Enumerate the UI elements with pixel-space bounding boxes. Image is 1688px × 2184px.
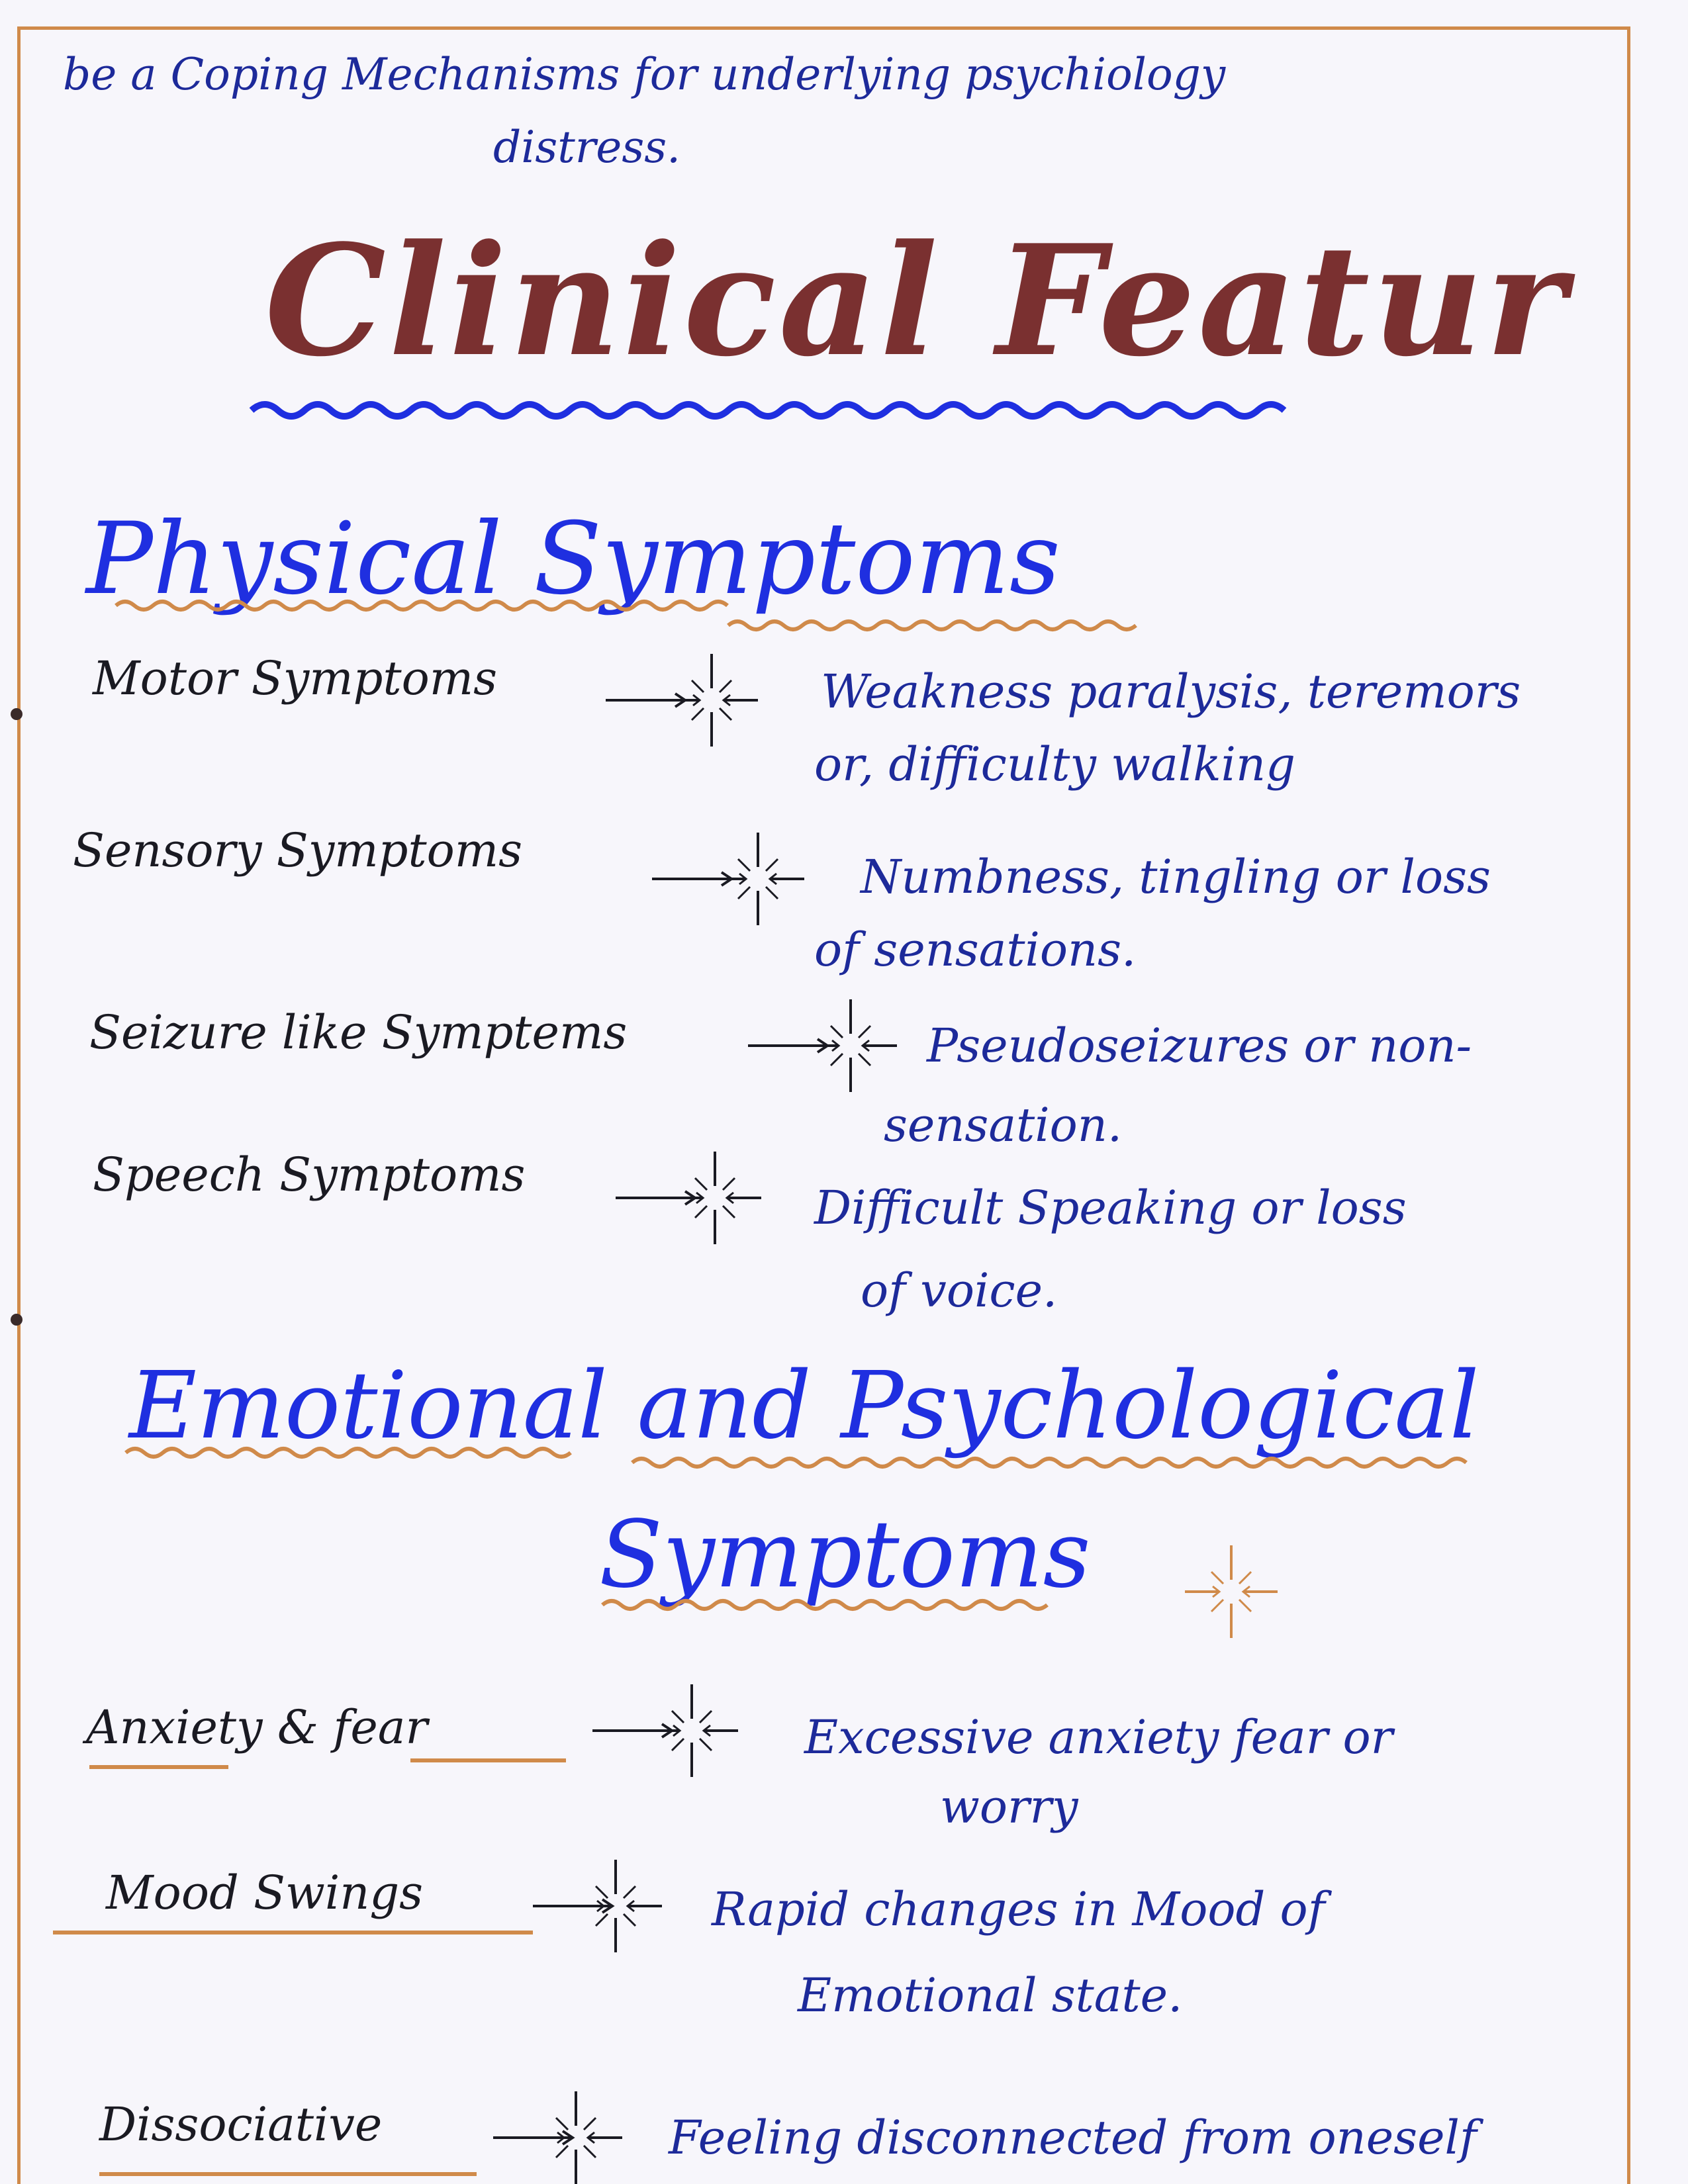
term-dissociative: Dissociative bbox=[99, 2097, 383, 2152]
section-heading-emotional-line-2: Symptoms bbox=[599, 1501, 1091, 1609]
desc-seizure-line-2: sensation. bbox=[884, 1098, 1123, 1152]
term-mood-swings: Mood Swings bbox=[106, 1866, 424, 1920]
desc-seizure-line-1: Pseudoseizures or non- bbox=[927, 1019, 1472, 1073]
term-seizure-symptoms: Seizure like Symptems bbox=[89, 1005, 628, 1060]
burst-anxiety bbox=[644, 1683, 739, 1778]
desc-motor-line-1: Weakness paralysis, teremors bbox=[821, 664, 1521, 719]
term-motor-symptoms: Motor Symptoms bbox=[93, 651, 498, 705]
title-underline-wave bbox=[249, 401, 1287, 420]
burst-mood bbox=[568, 1858, 663, 1954]
desc-anxiety-line-2: worry bbox=[940, 1780, 1078, 1834]
section-heading-emotional: Emotional and Psychological bbox=[129, 1352, 1479, 1460]
burst-dissociative bbox=[528, 2090, 624, 2184]
physical-underline-wave-2 bbox=[727, 619, 1137, 631]
desc-dissociative-line-1: Feeling disconnected from oneself bbox=[669, 2111, 1477, 2165]
top-margin-line bbox=[17, 26, 1630, 30]
desc-speech-line-1: Difficult Speaking or loss bbox=[814, 1181, 1407, 1235]
desc-mood-line-1: Rapid changes in Mood of bbox=[712, 1882, 1325, 1936]
arrow-seizure bbox=[747, 1038, 829, 1054]
arrow-speech bbox=[614, 1190, 696, 1206]
term-anxiety-fear: Anxiety & fear bbox=[86, 1700, 428, 1754]
desc-sensory-line-1: Numbness, tingling or loss bbox=[861, 850, 1491, 904]
desc-motor-line-2: or, difficulty walking bbox=[814, 737, 1295, 792]
arrow-dissociative bbox=[492, 2130, 574, 2146]
arrow-motor bbox=[604, 692, 686, 708]
binder-hole-top bbox=[11, 708, 23, 720]
desc-mood-line-2: Emotional state. bbox=[798, 1968, 1183, 2023]
right-margin-line bbox=[1627, 26, 1630, 2184]
burst-seizure bbox=[803, 998, 898, 1093]
binder-hole-bottom bbox=[11, 1314, 23, 1326]
heading-burst-icon bbox=[1184, 1544, 1279, 1639]
arrow-mood bbox=[532, 1898, 614, 1914]
burst-speech bbox=[667, 1150, 763, 1246]
intro-line-1: be a Coping Mechanisms for underlying ps… bbox=[63, 49, 1226, 100]
desc-sensory-line-2: of sensations. bbox=[814, 923, 1137, 977]
arrow-anxiety bbox=[591, 1723, 673, 1739]
arrow-sensory bbox=[651, 871, 733, 887]
desc-speech-line-2: of voice. bbox=[861, 1263, 1058, 1318]
page-title: Clinical Featur bbox=[265, 212, 1569, 390]
term-sensory-symptoms: Sensory Symptoms bbox=[73, 823, 523, 878]
burst-motor bbox=[664, 653, 759, 748]
left-margin-line bbox=[17, 26, 21, 2184]
desc-anxiety-line-1: Excessive anxiety fear or bbox=[804, 1710, 1393, 1764]
intro-line-2: distress. bbox=[493, 122, 681, 173]
term-speech-symptoms: Speech Symptoms bbox=[93, 1148, 526, 1202]
section-heading-physical: Physical Symptoms bbox=[86, 502, 1060, 617]
burst-sensory bbox=[710, 831, 806, 927]
